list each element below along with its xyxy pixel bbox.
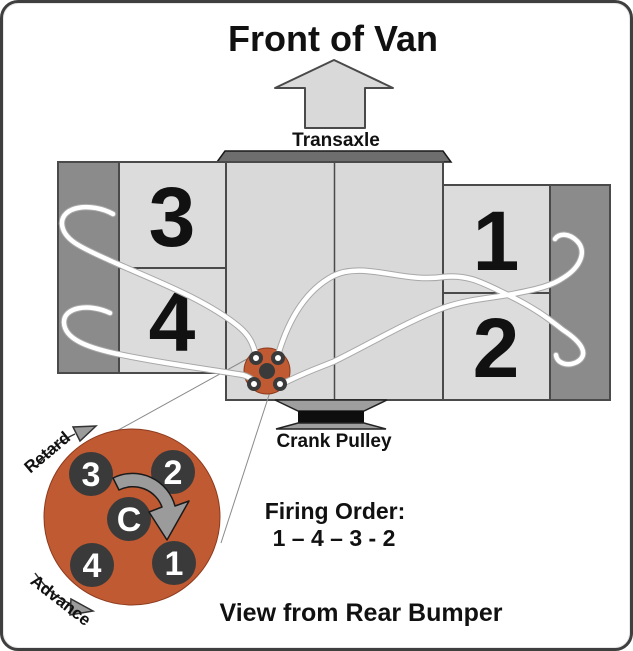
distributor-terminal-4 bbox=[70, 543, 114, 587]
crank-pulley-icon bbox=[274, 399, 388, 430]
wire-cylinder-4 bbox=[61, 305, 257, 386]
retard-arrow-icon bbox=[36, 433, 76, 467]
distributor-terminal-2 bbox=[151, 450, 195, 494]
cylinder-3-cell bbox=[118, 161, 227, 269]
cylinder-1-label: 1 bbox=[473, 194, 520, 288]
left-valve-cover bbox=[57, 161, 120, 374]
distributor-terminal-2-label: 2 bbox=[164, 454, 183, 492]
crank-pulley-label: Crank Pulley bbox=[276, 431, 392, 452]
distributor-terminal-center bbox=[107, 497, 151, 541]
wire-cylinder-1 bbox=[277, 232, 584, 388]
spark-plug-wires bbox=[58, 204, 587, 389]
firing-order-diagram: 3 4 1 2 3 2 C 4 1 Retard bbox=[21, 18, 611, 630]
firing-order-heading: Firing Order: bbox=[265, 498, 406, 524]
page-title: Front of Van bbox=[228, 18, 438, 59]
view-caption: View from Rear Bumper bbox=[220, 599, 503, 627]
retard-arrowhead-icon bbox=[71, 425, 98, 443]
wire-cylinder-2 bbox=[275, 268, 586, 367]
cylinder-4-cell bbox=[118, 267, 227, 374]
distributor-terminal-3-label: 3 bbox=[82, 456, 101, 494]
distributor-terminal-1 bbox=[152, 541, 196, 585]
wire-cylinder-3 bbox=[59, 205, 259, 359]
advance-arrowhead-icon bbox=[69, 597, 96, 616]
cylinder-2-label: 2 bbox=[473, 301, 520, 395]
zoom-cone-line-lower bbox=[220, 391, 271, 544]
firing-order-sequence: 1 – 4 – 3 - 2 bbox=[273, 525, 396, 551]
transaxle-bar bbox=[215, 150, 453, 163]
distributor-terminals-small bbox=[247, 351, 287, 391]
distributor-terminal-1-label: 1 bbox=[165, 545, 184, 583]
right-valve-cover bbox=[549, 184, 611, 401]
rotor-rotation-arrow-icon bbox=[112, 472, 190, 541]
cylinder-3-label: 3 bbox=[149, 170, 196, 264]
distributor-center-dot bbox=[259, 363, 275, 379]
distributor-cap-detail: 3 2 C 4 1 Retard Advance bbox=[21, 425, 221, 630]
front-direction-arrow-icon bbox=[274, 59, 394, 129]
distributor-terminal-center-label: C bbox=[117, 501, 142, 539]
distributor-terminal-3 bbox=[69, 452, 113, 496]
distributor-terminal-4-label: 4 bbox=[83, 547, 102, 585]
advance-arrow-icon bbox=[34, 572, 72, 605]
transaxle-label: Transaxle bbox=[292, 130, 380, 151]
